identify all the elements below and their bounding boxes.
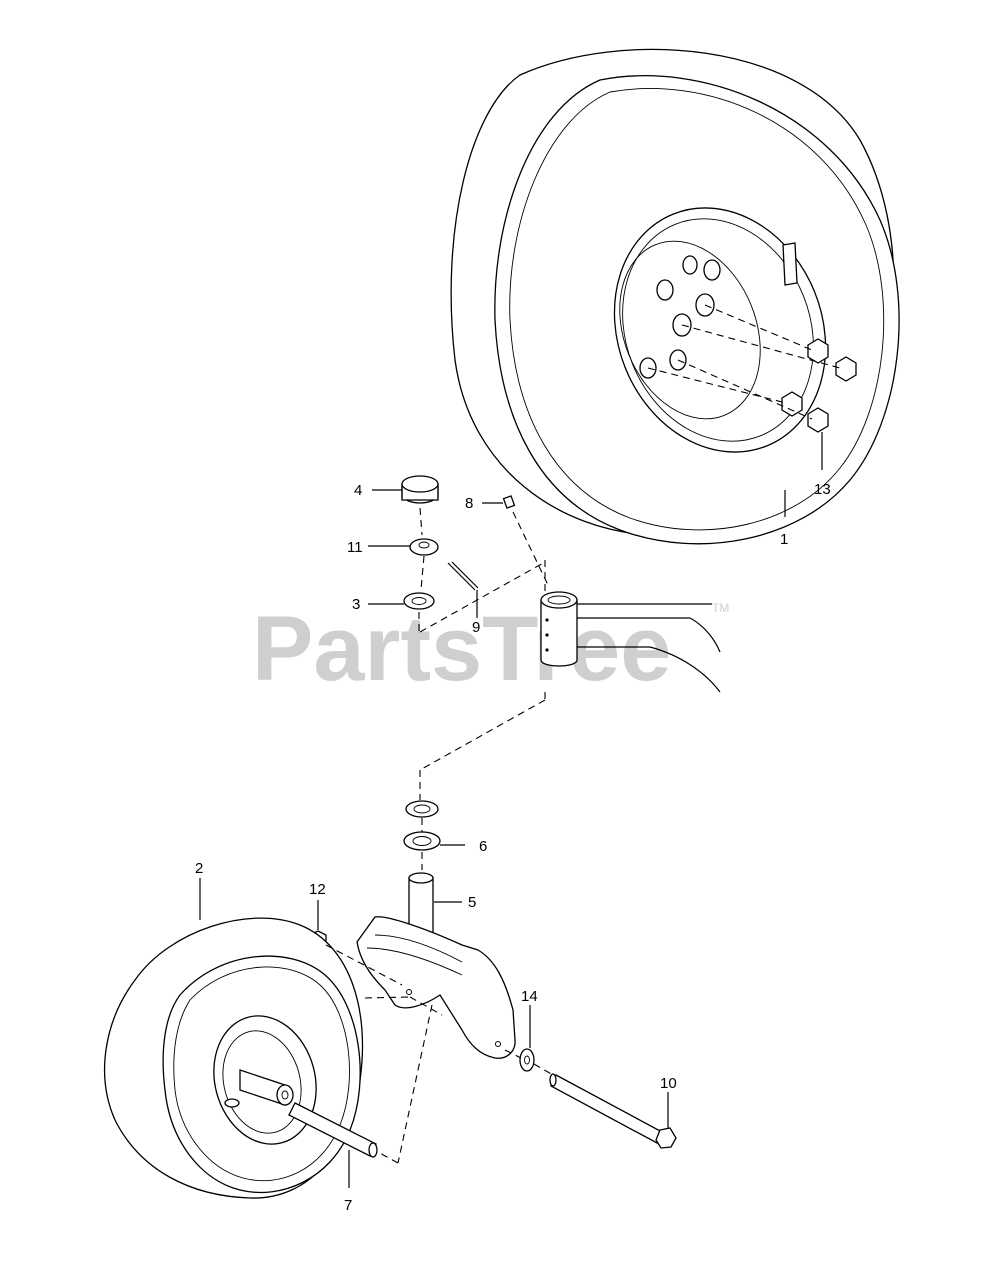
bearing-seal-icon <box>403 831 441 851</box>
bearing-top-icon <box>403 592 435 610</box>
callout-11: 11 <box>347 539 363 556</box>
castle-nut-icon <box>409 538 439 556</box>
callout-4: 4 <box>354 482 362 499</box>
watermark-text: PartsTree <box>252 598 671 700</box>
axle-pin-icon <box>288 1102 378 1158</box>
washer-icon <box>519 1048 535 1072</box>
dust-cap-icon <box>401 475 439 504</box>
watermark-trademark: TM <box>712 601 729 615</box>
watermark: PartsTree TM <box>252 598 729 700</box>
callout-6: 6 <box>479 838 487 855</box>
frame-tube-icon <box>540 591 721 693</box>
axle-bolt-icon <box>549 1073 677 1149</box>
large-wheel-icon <box>450 48 900 545</box>
callout-9: 9 <box>472 619 480 636</box>
lug-nuts-icon <box>781 338 857 433</box>
callout-10: 10 <box>660 1075 677 1092</box>
callout-2: 2 <box>195 860 203 877</box>
callout-8: 8 <box>465 495 473 512</box>
callout-7: 7 <box>344 1197 352 1214</box>
callout-14: 14 <box>521 988 538 1005</box>
cotter-pin-icon <box>447 561 479 591</box>
small-wheel-icon <box>104 917 364 1199</box>
lug-nut-leader-lines <box>647 304 841 420</box>
leader-lines <box>199 432 823 1188</box>
callout-12: 12 <box>309 881 326 898</box>
caster-fork-icon <box>356 916 516 1059</box>
callout-13: 13 <box>814 481 831 498</box>
callout-5: 5 <box>468 894 476 911</box>
grease-fitting-icon <box>502 495 516 509</box>
callout-3: 3 <box>352 596 360 613</box>
callout-1: 1 <box>780 531 788 548</box>
bearing-lower-icon <box>405 800 439 818</box>
callout-labels: 1 2 3 4 5 6 7 8 9 10 11 12 13 14 <box>195 481 831 1214</box>
